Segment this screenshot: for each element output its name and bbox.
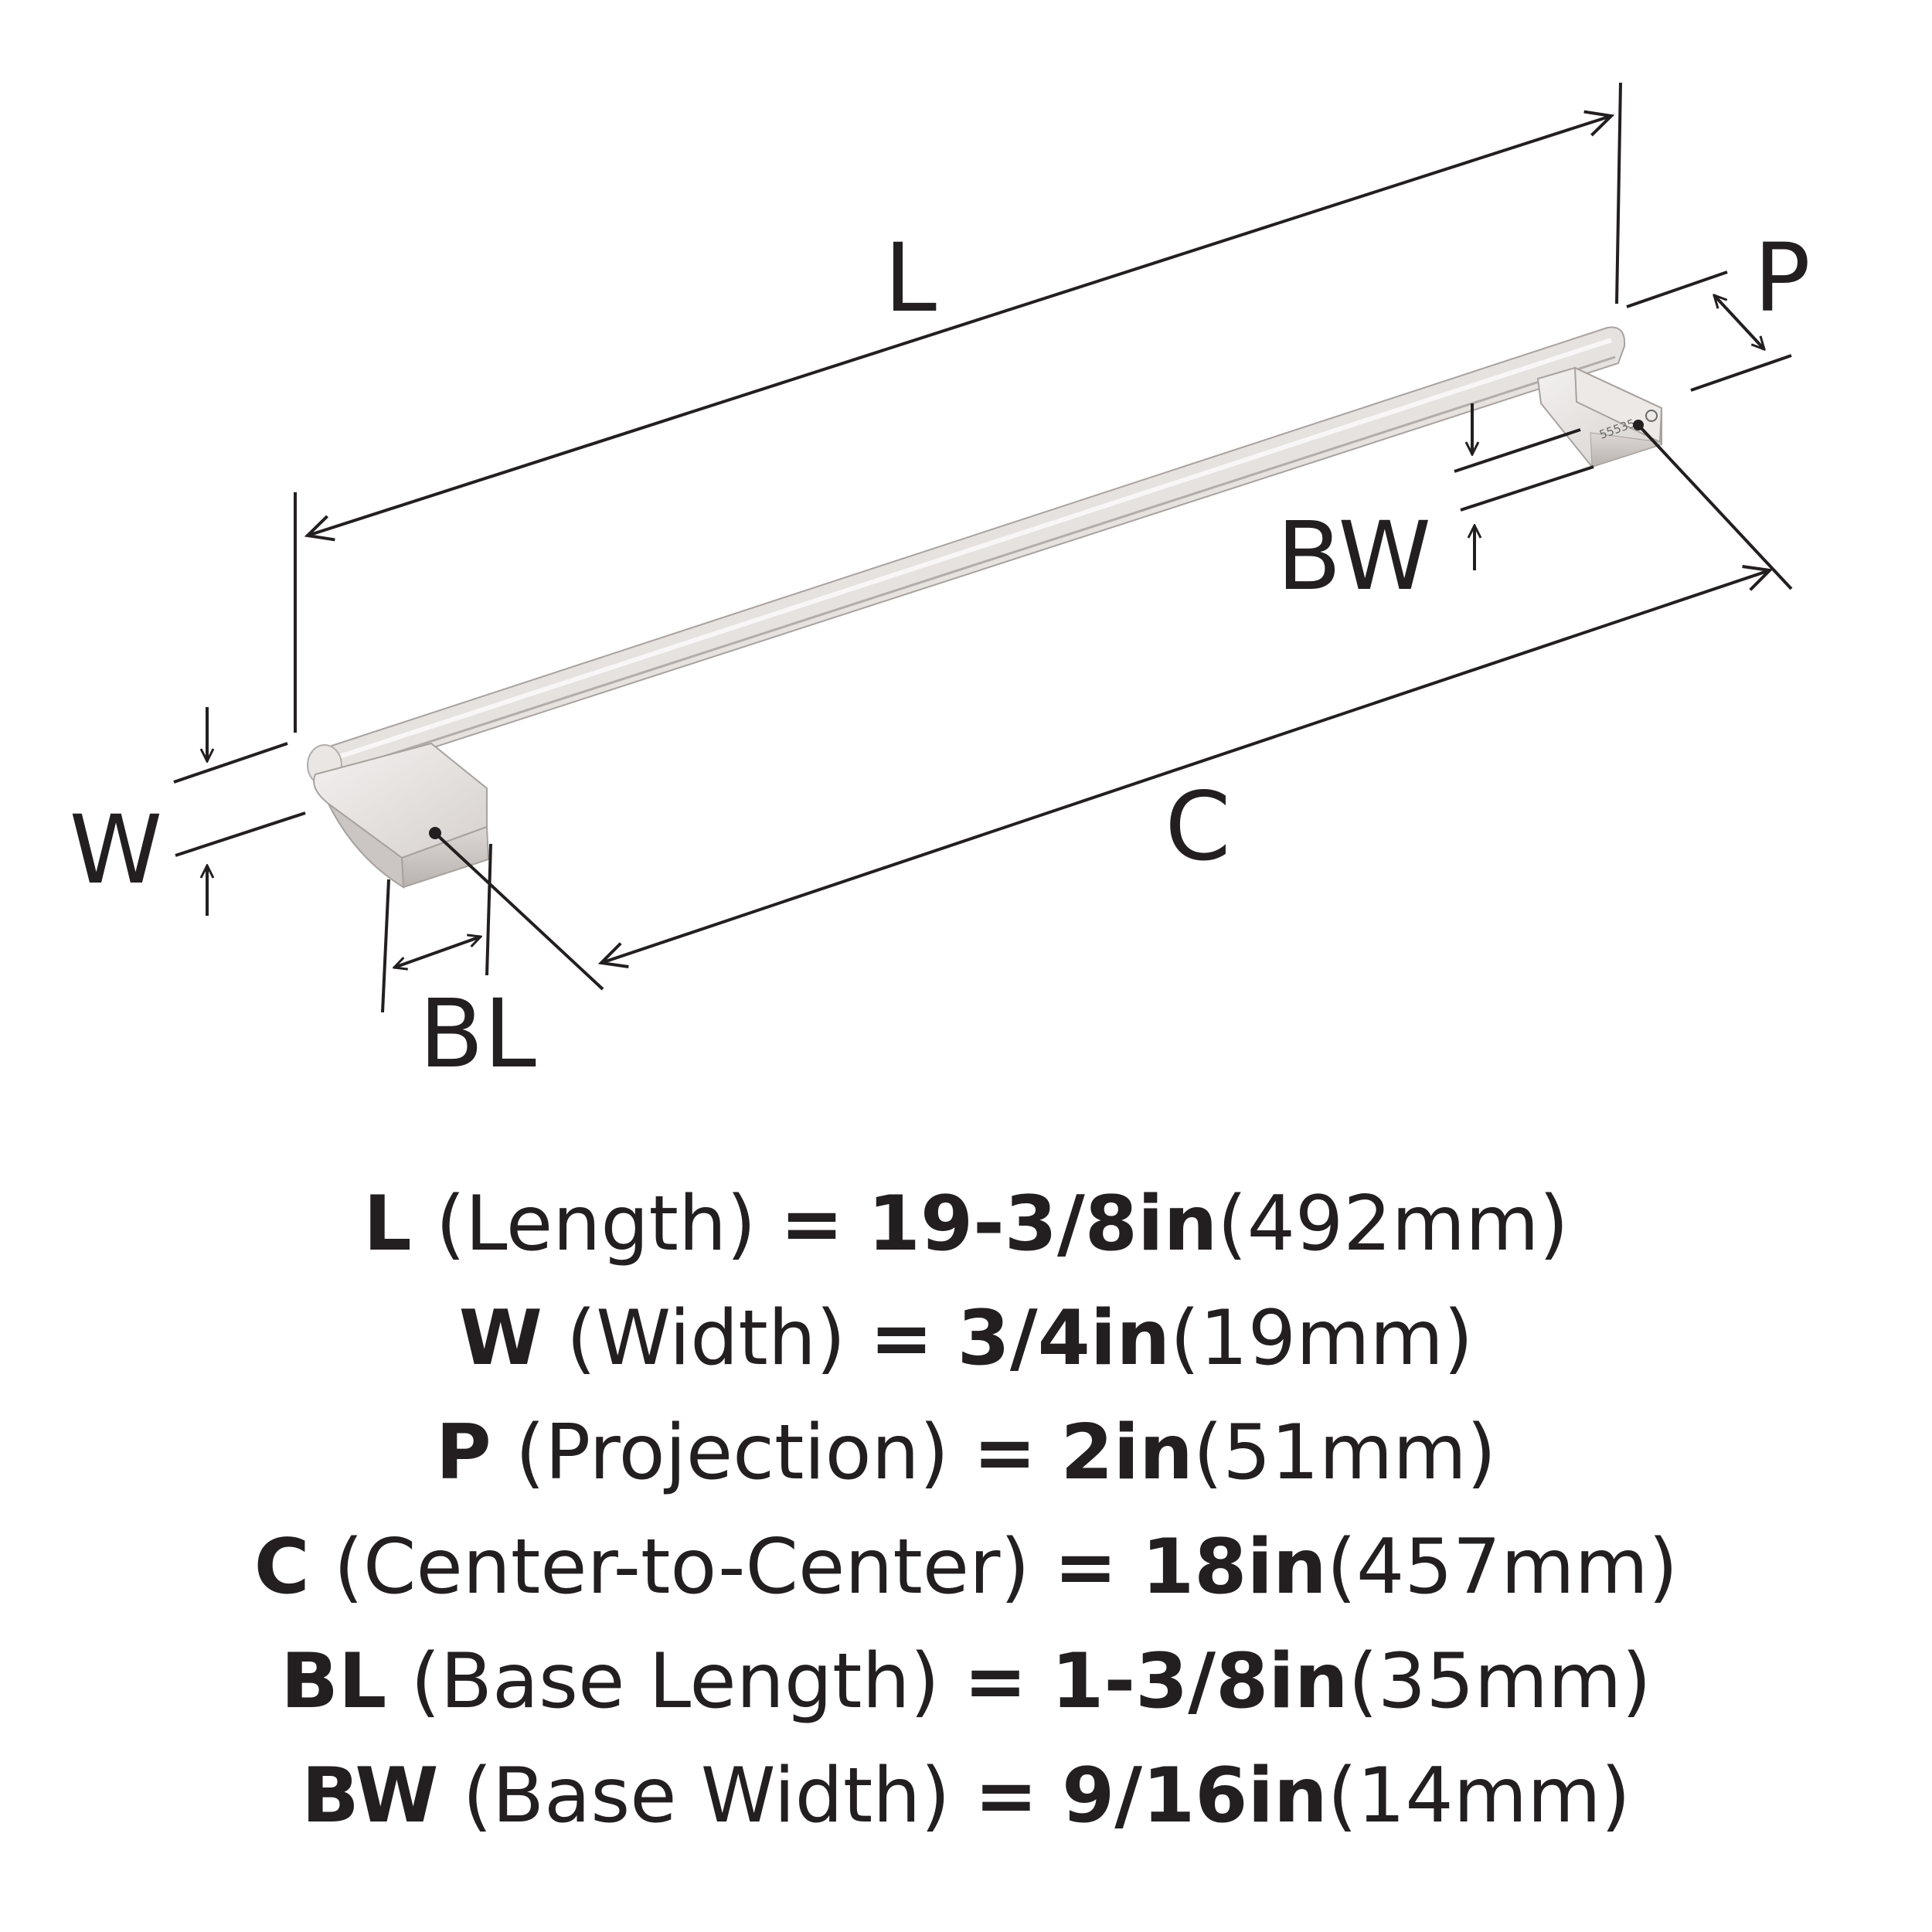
spec-name: (Length)	[435, 1180, 757, 1268]
spec-inch-value: 19-3/8in	[867, 1180, 1218, 1268]
spec-base-length: BL (Base Length) = 1-3/8in(35mm)	[0, 1624, 1932, 1739]
p-extension-top	[1626, 270, 1728, 308]
right-base: 55535	[1536, 366, 1663, 468]
bw-extension-bottom	[1460, 465, 1594, 512]
spec-inch-value: 18in	[1141, 1523, 1327, 1611]
dimension-lines	[173, 82, 1793, 1013]
c-extension-left	[434, 832, 604, 991]
label-c: C	[1165, 772, 1230, 882]
specification-list: L (Length) = 19-3/8in(492mm) W (Width) =…	[0, 1167, 1932, 1853]
handle-product: 55535	[307, 326, 1663, 889]
brand-logo-icon	[1645, 410, 1658, 422]
w-extension-top	[173, 742, 288, 784]
spec-center-to-center: C (Center-to-Center) = 18in(457mm)	[0, 1510, 1932, 1624]
bl-extension-left	[381, 879, 390, 1013]
spec-code: W	[458, 1294, 543, 1383]
spec-mm-value: (19mm)	[1170, 1294, 1474, 1383]
spec-name: (Base Width)	[462, 1752, 951, 1840]
spec-code: BW	[301, 1752, 439, 1840]
label-p: P	[1753, 223, 1811, 333]
spec-code: P	[435, 1409, 492, 1497]
spec-equals: =	[963, 1638, 1028, 1726]
l-extension-right	[1615, 82, 1622, 304]
spec-mm-value: (35mm)	[1348, 1638, 1651, 1726]
spec-base-width: BW (Base Width) = 9/16in(14mm)	[0, 1739, 1932, 1853]
spec-mm-value: (51mm)	[1192, 1409, 1497, 1497]
bl-dimension-arrow	[394, 937, 481, 968]
spec-equals: =	[974, 1752, 1038, 1840]
spec-inch-value: 2in	[1060, 1409, 1193, 1497]
label-bl: BL	[419, 979, 536, 1089]
spec-code: C	[253, 1523, 310, 1611]
p-dimension-arrow	[1714, 295, 1764, 349]
spec-mm-value: (14mm)	[1327, 1752, 1631, 1840]
spec-inch-value: 9/16in	[1062, 1752, 1328, 1840]
spec-inch-value: 3/4in	[957, 1294, 1171, 1383]
spec-name: (Center-to-Center)	[333, 1523, 1030, 1611]
pull-handle-diagram: 55535 L W P C	[70, 82, 1811, 1089]
spec-mm-value: (457mm)	[1326, 1523, 1679, 1611]
spec-code: L	[363, 1180, 412, 1268]
p-extension-bottom	[1690, 354, 1792, 392]
spec-length: L (Length) = 19-3/8in(492mm)	[0, 1167, 1932, 1281]
bl-extension-right	[485, 843, 492, 976]
spec-equals: =	[1053, 1523, 1117, 1611]
label-w: W	[70, 795, 163, 905]
spec-name: (Projection)	[515, 1409, 949, 1497]
label-bw: BW	[1277, 502, 1431, 611]
c-extension-right	[1637, 423, 1793, 590]
c-dimension-line	[601, 570, 1770, 963]
spec-equals: =	[869, 1294, 934, 1383]
bw-extension-top	[1454, 428, 1581, 473]
spec-equals: =	[973, 1409, 1037, 1497]
spec-projection: P (Projection) = 2in(51mm)	[0, 1396, 1932, 1510]
spec-mm-value: (492mm)	[1217, 1180, 1569, 1268]
l-dimension-line	[308, 116, 1611, 536]
spec-inch-value: 1-3/8in	[1051, 1638, 1349, 1726]
spec-equals: =	[780, 1180, 844, 1268]
left-base	[313, 742, 490, 889]
spec-width: W (Width) = 3/4in(19mm)	[0, 1281, 1932, 1396]
spec-name: (Width)	[566, 1294, 846, 1383]
spec-name: (Base Length)	[410, 1638, 940, 1726]
spec-code: BL	[281, 1638, 387, 1726]
w-extension-bottom	[175, 811, 306, 857]
label-l: L	[884, 223, 937, 333]
